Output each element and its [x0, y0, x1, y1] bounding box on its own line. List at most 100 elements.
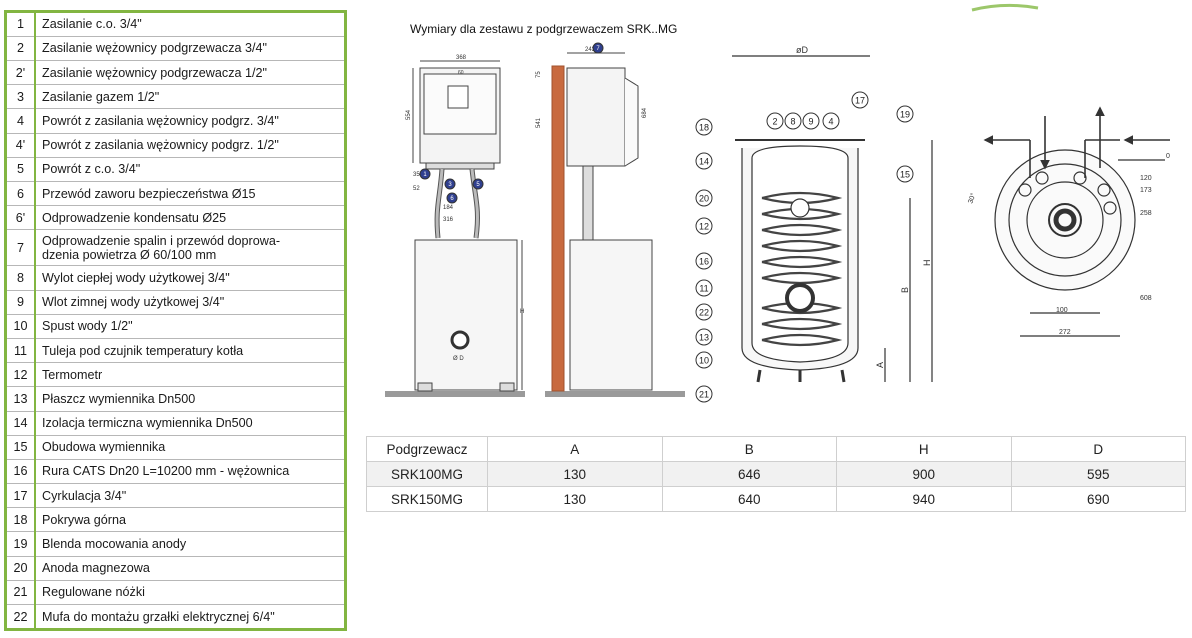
legend-text: Zasilanie wężownicy podgrzewacza 3/4" [35, 36, 344, 62]
callout-22: 22 [695, 303, 713, 321]
legend-number: 15 [7, 435, 36, 460]
svg-text:554: 554 [406, 109, 412, 120]
legend-number: 10 [7, 314, 36, 339]
svg-text:30°: 30° [966, 192, 977, 205]
svg-text:15: 15 [900, 170, 910, 180]
legend-number: 1 [7, 13, 36, 37]
svg-text:120: 120 [1140, 175, 1152, 182]
svg-text:A: A [875, 362, 885, 368]
legend-number: 11 [7, 338, 36, 364]
legend-text: Zasilanie wężownicy podgrzewacza 1/2" [35, 60, 344, 86]
front-view: 368 60 554 35 52 184 316 Ø D H [385, 55, 525, 397]
callout-14: 14 [695, 152, 713, 170]
svg-text:60: 60 [458, 70, 464, 76]
legend-text: Odprowadzenie spalin i przewód doprowa-d… [35, 229, 344, 267]
svg-text:272: 272 [1059, 329, 1071, 336]
legend-text: Pokrywa górna [35, 507, 344, 533]
legend-number: 16 [7, 459, 36, 485]
drawing-caption: Wymiary dla zestawu z podgrzewaczem SRK.… [410, 22, 678, 36]
svg-text:17: 17 [855, 96, 865, 106]
callout-1: 1 [419, 168, 431, 180]
legend-number: 5 [7, 157, 36, 183]
callout-20: 20 [695, 189, 713, 207]
svg-text:2: 2 [772, 117, 777, 127]
floor [385, 391, 525, 397]
legend-text: Wylot ciepłej wody użytkowej 3/4" [35, 265, 344, 291]
legend-text: Przewód zaworu bezpieczeństwa Ø15 [35, 181, 344, 207]
table-row: SRK150MG 130 640 940 690 [366, 486, 1186, 512]
legend-number: 3 [7, 84, 36, 110]
wall [551, 65, 565, 392]
cell-h: 900 [836, 461, 1012, 487]
svg-text:1: 1 [423, 172, 427, 178]
svg-text:7: 7 [596, 46, 600, 52]
svg-text:8: 8 [790, 117, 795, 127]
heater-socket [785, 283, 815, 313]
legend-text: Wlot zimnej wody użytkowej 3/4" [35, 290, 344, 315]
callout-15: 15 [896, 165, 914, 183]
callout-3: 3 [444, 178, 456, 190]
svg-text:B: B [900, 287, 910, 293]
tank-cabinet [414, 239, 518, 391]
col-header-d: D [1010, 436, 1186, 462]
svg-text:9: 9 [808, 117, 813, 127]
svg-text:316: 316 [443, 217, 454, 223]
cell-b: 646 [661, 461, 837, 487]
svg-text:184: 184 [443, 205, 454, 211]
cell-d: 690 [1010, 486, 1186, 512]
svg-text:608: 608 [1140, 295, 1152, 302]
legend-text: Powrót z zasilania wężownicy podgrz. 1/2… [35, 133, 344, 158]
legend-text: Obudowa wymiennika [35, 435, 344, 460]
legend-row: 4'Powrót z zasilania wężownicy podgrz. 1… [7, 133, 344, 158]
svg-text:541: 541 [536, 117, 542, 128]
col-header-a: A [487, 436, 663, 462]
col-header-h: H [836, 436, 1012, 462]
svg-text:684: 684 [642, 107, 648, 118]
legend-number: 20 [7, 556, 36, 581]
svg-text:16: 16 [699, 257, 709, 267]
svg-text:52: 52 [413, 186, 420, 192]
callout-10: 10 [695, 351, 713, 369]
legend-text: Spust wody 1/2" [35, 314, 344, 339]
svg-text:3: 3 [448, 182, 452, 188]
col-header-heater: Podgrzewacz [366, 436, 488, 462]
tank-side [569, 239, 653, 391]
callout-18: 18 [695, 118, 713, 136]
decorative-green-stroke [971, 3, 1039, 12]
svg-text:19: 19 [900, 110, 910, 120]
callout-6: 6 [446, 192, 458, 204]
legend-number: 21 [7, 580, 36, 606]
svg-text:0: 0 [1166, 153, 1170, 160]
svg-text:øD: øD [796, 45, 808, 55]
svg-text:18: 18 [699, 123, 709, 133]
callout-21: 21 [695, 385, 713, 403]
legend-number: 8 [7, 265, 36, 291]
legend-number: 9 [7, 290, 36, 315]
cell-model: SRK150MG [366, 486, 488, 512]
svg-text:11: 11 [699, 284, 708, 294]
svg-text:4: 4 [828, 117, 833, 127]
legend-text: Zasilanie c.o. 3/4" [35, 13, 344, 37]
callout-8: 8 [784, 112, 802, 130]
legend-text-line: dzenia powietrza Ø 60/100 mm [42, 247, 217, 262]
cell-a: 130 [487, 461, 663, 487]
svg-text:H: H [922, 260, 932, 267]
svg-text:21: 21 [699, 390, 709, 400]
cell-h: 940 [836, 486, 1012, 512]
cell-b: 640 [661, 486, 837, 512]
svg-text:13: 13 [699, 333, 709, 343]
callout-13: 13 [695, 328, 713, 346]
legend-number: 4 [7, 108, 36, 134]
